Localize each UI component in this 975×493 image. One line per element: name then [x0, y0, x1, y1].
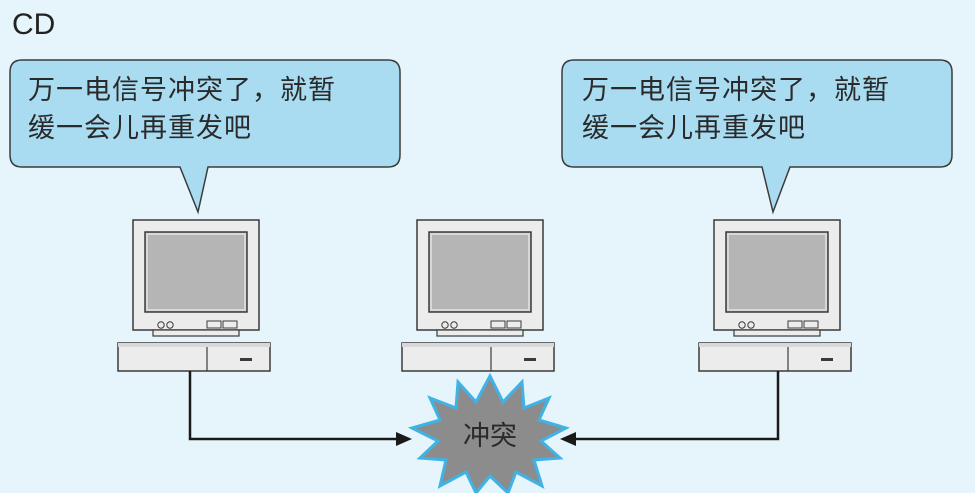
speech-bubble-right-text: 万一电信号冲突了，就暂 缓一会儿再重发吧 [582, 75, 890, 144]
computer-right-icon [698, 219, 852, 372]
signal-line-left [188, 371, 398, 441]
speech-bubble-left [9, 59, 401, 215]
signal-line-right [574, 371, 780, 441]
speech-bubble-right [561, 59, 953, 215]
speech-bubble-left-text: 万一电信号冲突了，就暂 缓一会儿再重发吧 [28, 75, 336, 144]
collision-label: 冲突 [463, 421, 517, 452]
diagram-title: CD [12, 8, 56, 41]
computer-center-icon [401, 219, 555, 372]
computer-left-icon [117, 219, 271, 372]
arrowhead-right-icon [560, 432, 576, 446]
collision-burst-icon [407, 372, 570, 493]
arrowhead-left-icon [396, 432, 412, 446]
